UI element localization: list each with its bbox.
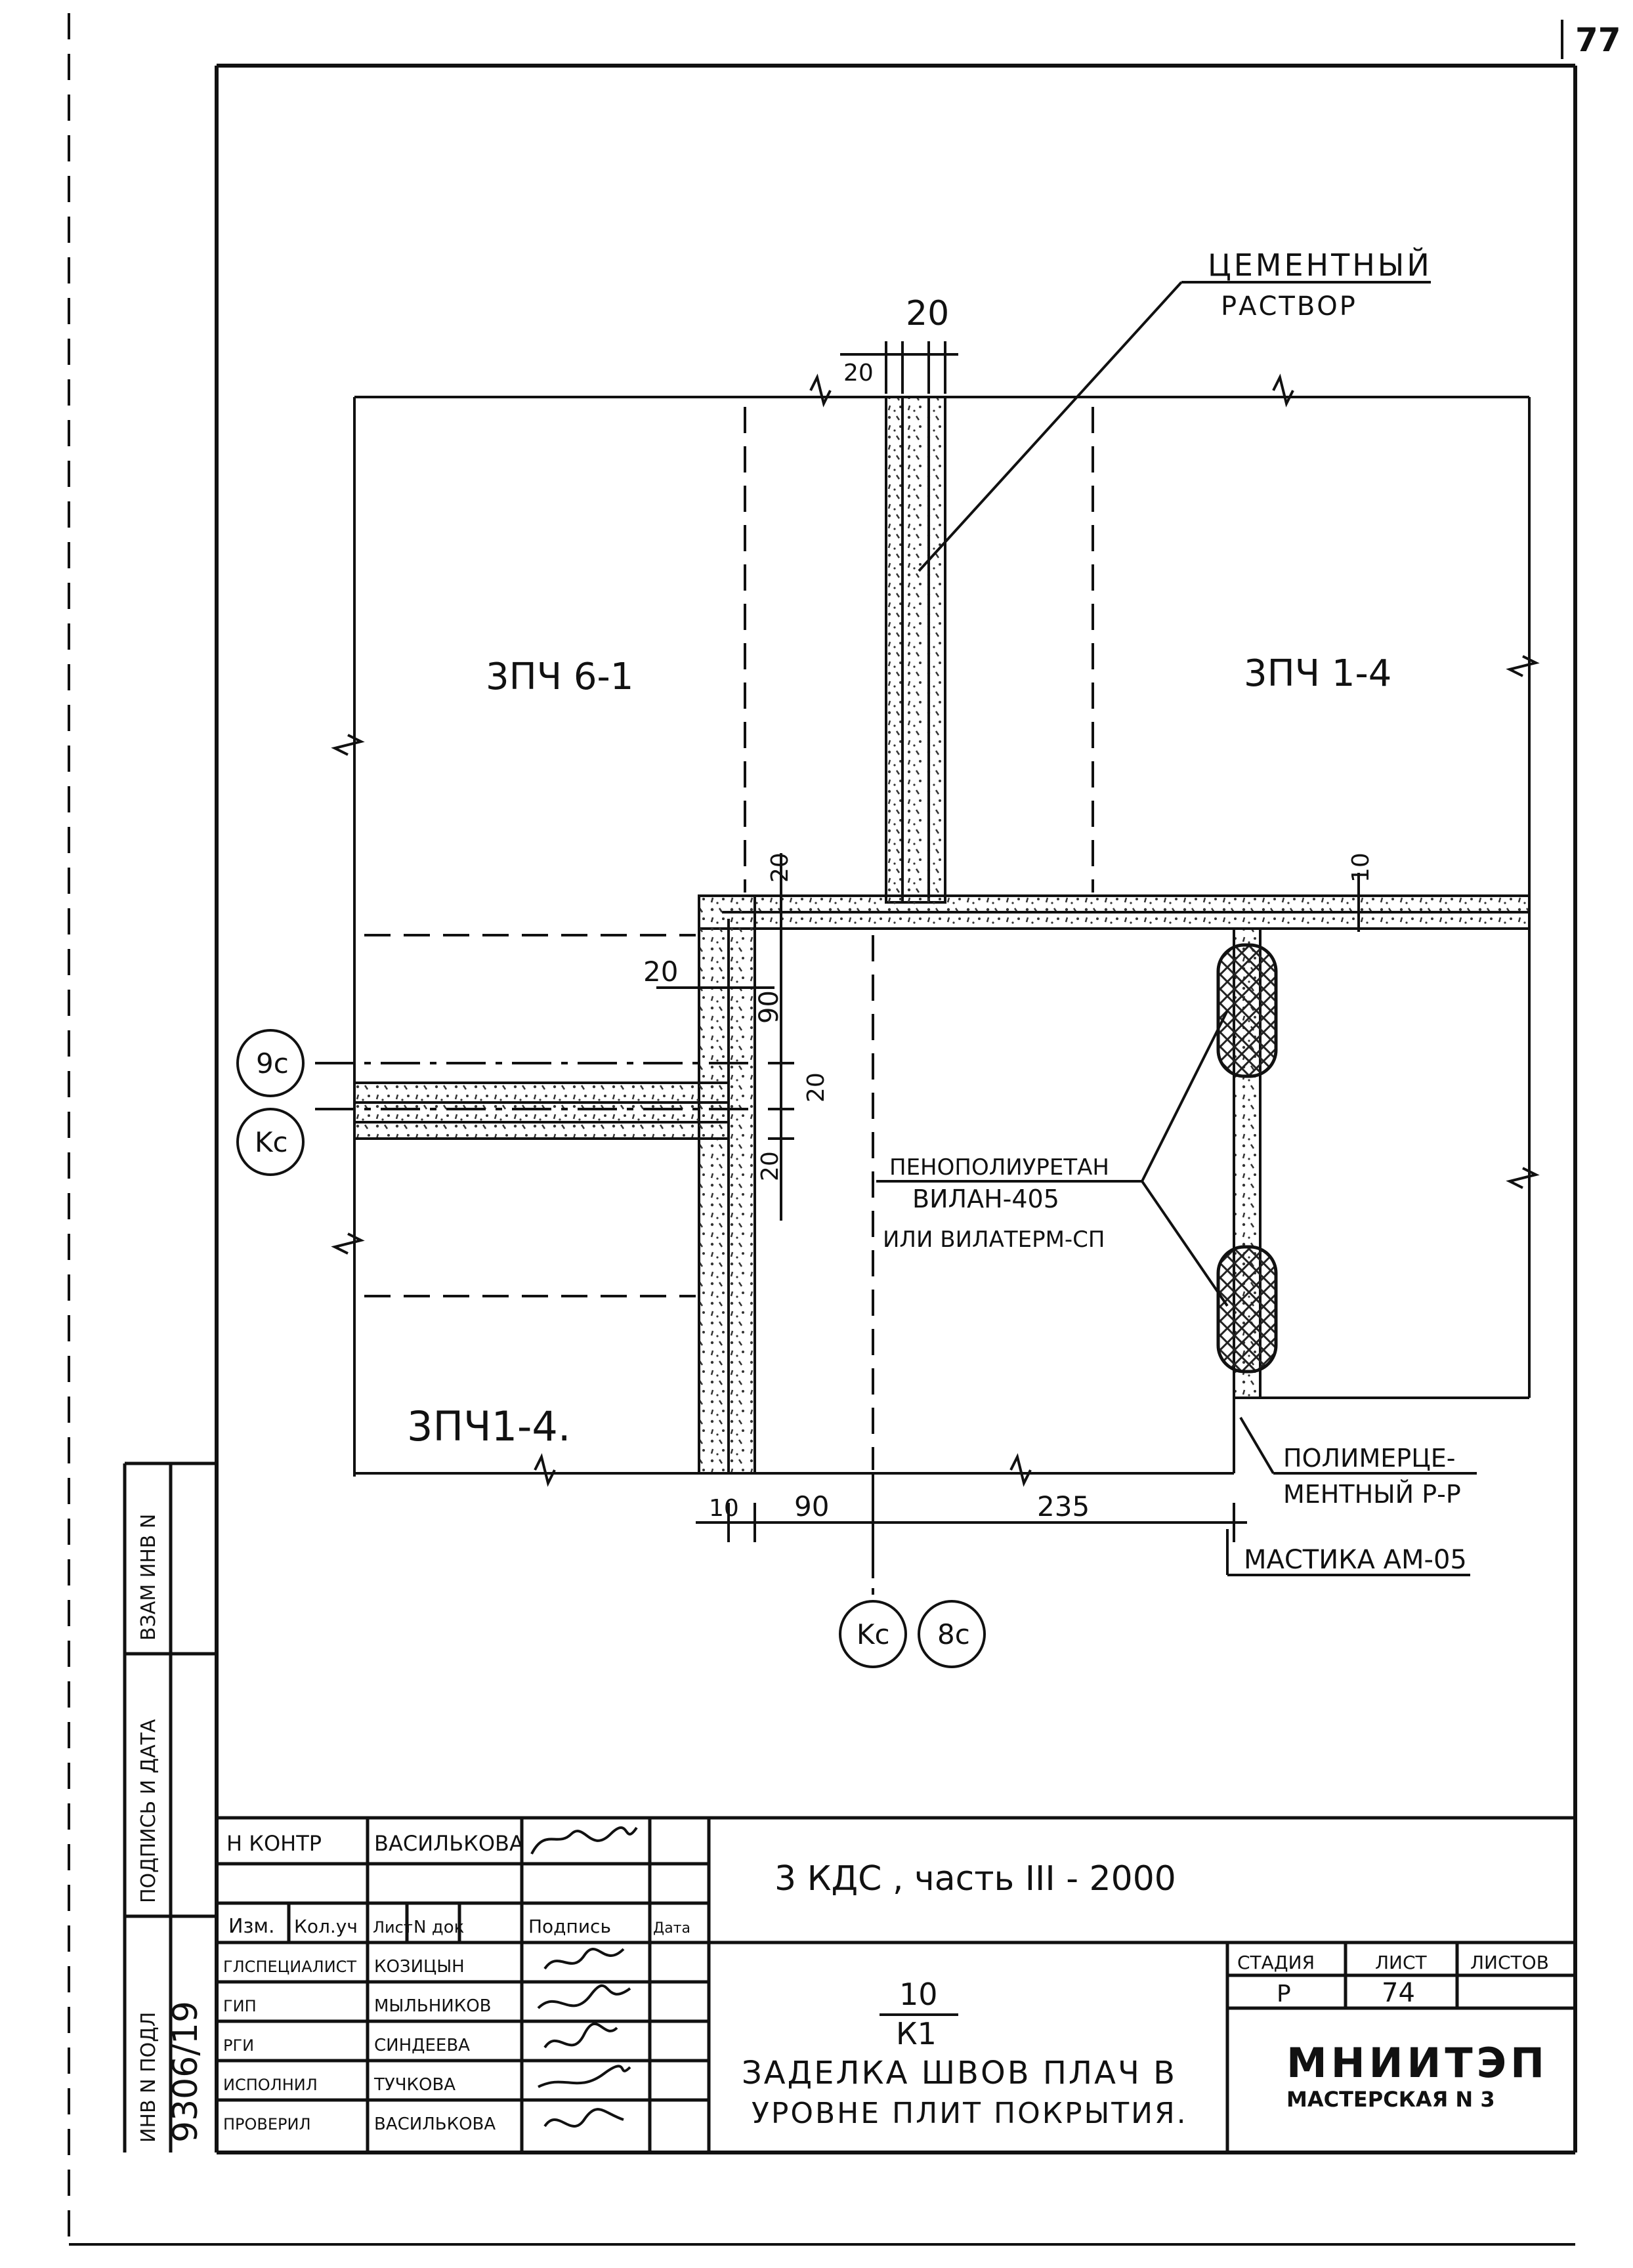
name-1: КОЗИЦЫН xyxy=(374,1957,465,1977)
axis-8c: 8c xyxy=(937,1618,970,1650)
dim-top-small: 20 xyxy=(843,360,874,387)
dim-b90: 90 xyxy=(794,1490,829,1522)
signatures xyxy=(530,1826,638,2128)
col-ndok: N док xyxy=(414,1918,464,1937)
foam-label-line2: ВИЛАН-405 xyxy=(912,1185,1059,1213)
drawing-title-line1: ЗАДЕЛКА ШВОВ ПЛАЧ В xyxy=(742,2055,1177,2091)
sheet-frame xyxy=(215,64,1577,2154)
stage-value: Р xyxy=(1277,1981,1291,2007)
joint-drawing xyxy=(236,281,1540,1668)
sheets-label: ЛИСТОВ xyxy=(1470,1952,1549,1973)
name-5: ВАСИЛЬКОВА xyxy=(374,2114,496,2134)
cement-label-line1: ЦЕМЕНТНЫЙ xyxy=(1208,247,1432,283)
panel-label-top-right: 3ПЧ 1-4 xyxy=(1244,652,1391,695)
dim-b10: 10 xyxy=(709,1495,739,1522)
foam-label-line1: ПЕНОПОЛИУРЕТАН xyxy=(889,1154,1109,1181)
axis-9c: 9c xyxy=(256,1047,289,1080)
project-title: 3 КДС , часть III - 2000 xyxy=(774,1859,1176,1899)
panel-label-bottom-left: 3ПЧ1-4. xyxy=(407,1402,571,1450)
sheet-value: 74 xyxy=(1382,1978,1415,2008)
dim-v20-b: 20 xyxy=(803,1072,830,1102)
stamp-vzam: ВЗАМ ИНВ N xyxy=(137,1514,160,1641)
dim-v90: 90 xyxy=(754,990,784,1024)
role-2: ГИП xyxy=(223,1997,257,2015)
col-kol: Кол.уч xyxy=(294,1916,358,1937)
stamp-podpis: ПОДПИСЬ И ДАТА xyxy=(137,1719,160,1903)
name-2: МЫЛЬНИКОВ xyxy=(374,1996,492,2016)
foam-label-line3: ИЛИ ВИЛАТЕРМ-СП xyxy=(883,1227,1105,1253)
axis-kc-left: Kc xyxy=(255,1126,288,1158)
role-3: РГИ xyxy=(223,2036,254,2055)
org-name: МНИИТЭП xyxy=(1286,2039,1548,2087)
page-number: 77 xyxy=(1575,21,1621,59)
role-5: ПРОВЕРИЛ xyxy=(223,2115,311,2133)
cement-label-line2: РАСТВОР xyxy=(1221,291,1357,322)
dim-v20-a: 20 xyxy=(767,852,794,883)
role-1: ГЛСПЕЦИАЛИСТ xyxy=(223,1958,356,1976)
dim-top-total: 20 xyxy=(906,294,949,333)
col-data: Дата xyxy=(653,1920,690,1937)
drawing-number: 10 xyxy=(899,1977,938,2012)
dim-b235: 235 xyxy=(1037,1490,1090,1522)
side-stamp xyxy=(123,1461,217,2152)
name-4: ТУЧКОВА xyxy=(373,2075,456,2095)
title-block xyxy=(217,1816,1575,2152)
panel-label-top-left: 3ПЧ 6-1 xyxy=(486,656,633,698)
dim-v20-c: 20 xyxy=(757,1151,784,1181)
col-izm: Изм. xyxy=(228,1915,275,1938)
stamp-inv: ИНВ N ПОДЛ xyxy=(137,2012,160,2143)
drawing-title-line2: УРОВНЕ ПЛИТ ПОКРЫТИЯ. xyxy=(752,2097,1188,2130)
axis-kc-bottom: Kc xyxy=(857,1618,890,1650)
org-sub: МАСТЕРСКАЯ N 3 xyxy=(1286,2087,1495,2112)
mastic-label: МАСТИКА АМ-05 xyxy=(1244,1545,1467,1575)
polymer-label-line2: МЕНТНЫЙ Р-Р xyxy=(1283,1480,1461,1509)
dim-v10-right: 10 xyxy=(1347,852,1374,883)
stage-label: СТАДИЯ xyxy=(1237,1952,1315,1973)
stamp-inv-number: 9306/19 xyxy=(166,2001,205,2143)
role-4: ИСПОЛНИЛ xyxy=(223,2076,318,2094)
col-list: Лист xyxy=(373,1918,413,1937)
name-3: СИНДЕЕВА xyxy=(374,2036,470,2055)
polymer-label-line1: ПОЛИМЕРЦЕ- xyxy=(1283,1444,1455,1473)
col-podpis: Подпись xyxy=(528,1916,611,1937)
n-kontr-role: Н КОНТР xyxy=(226,1831,322,1856)
n-kontr-name: ВАСИЛЬКОВА xyxy=(374,1831,524,1856)
dim-h20: 20 xyxy=(643,956,678,988)
drawing-ref: К1 xyxy=(896,2016,937,2051)
sheet-label: ЛИСТ xyxy=(1375,1952,1428,1973)
